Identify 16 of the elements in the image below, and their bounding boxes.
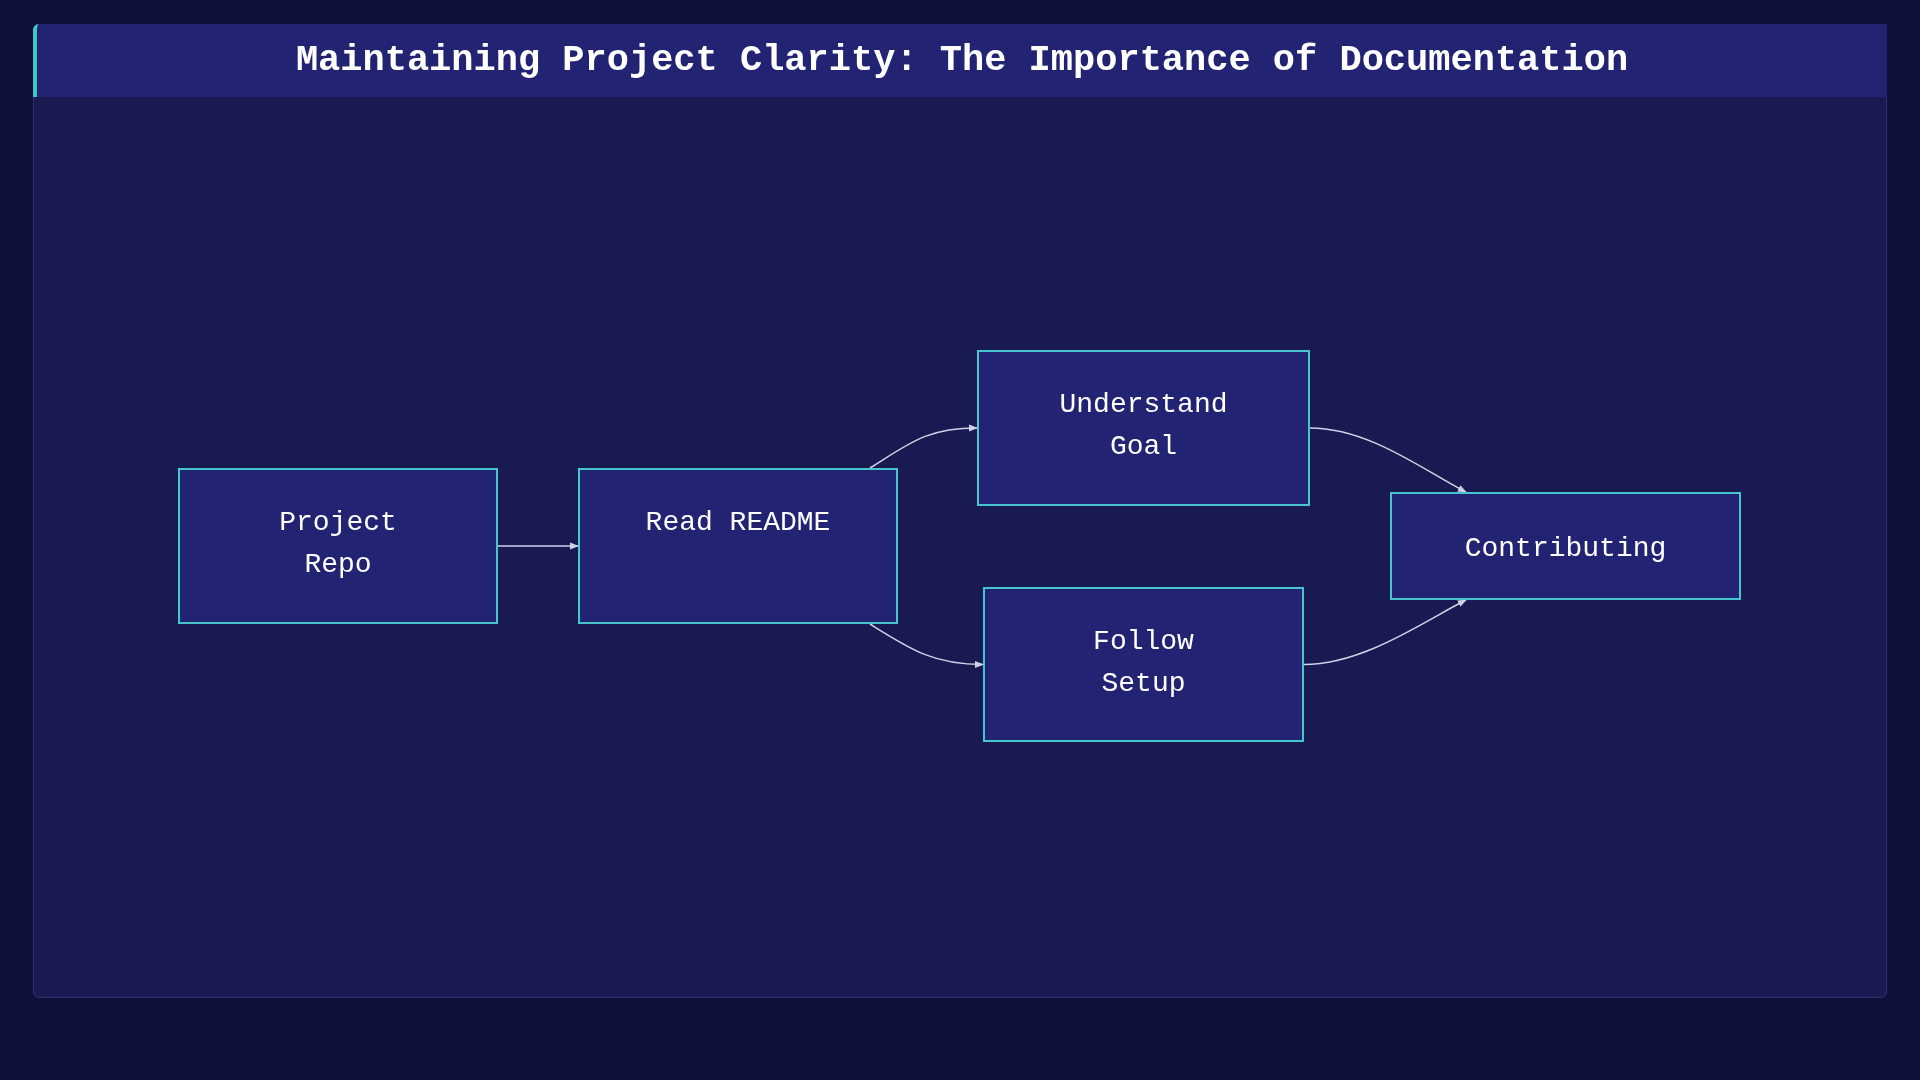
arrow xyxy=(497,542,579,550)
box-label: Project Repo xyxy=(278,506,398,582)
process-box xyxy=(983,587,1304,742)
diagram-title: Maintaining Project Clarity: The Importance of Documentation xyxy=(295,37,1629,83)
box-label: Contributing xyxy=(1464,532,1667,566)
process-box xyxy=(178,468,498,624)
arrow xyxy=(1303,599,1467,666)
process-box xyxy=(578,468,898,624)
box-label: Follow Setup xyxy=(1092,625,1195,701)
arrow xyxy=(1309,427,1467,493)
process-box xyxy=(977,350,1310,506)
box-label: Understand Goal xyxy=(1058,388,1229,464)
process-box xyxy=(1390,492,1741,600)
arrow xyxy=(869,424,978,469)
arrow xyxy=(869,623,984,668)
box-label: Read README xyxy=(645,506,831,540)
